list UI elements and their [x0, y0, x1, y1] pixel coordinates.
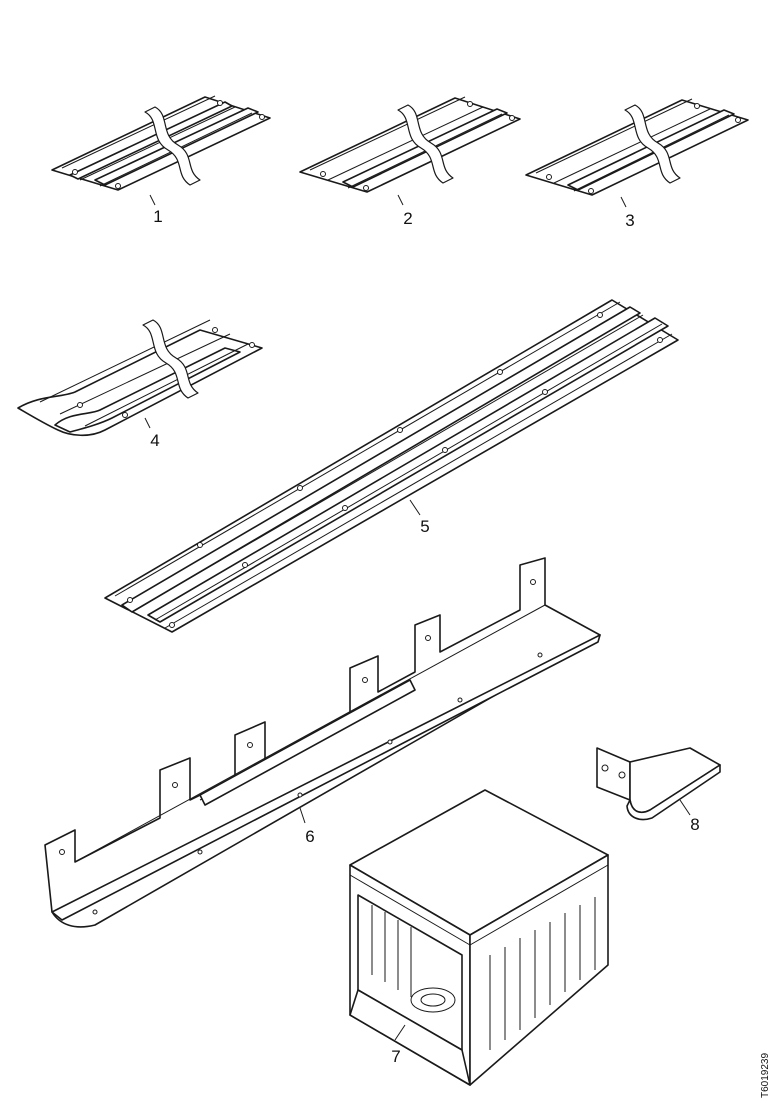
callout-8: 8: [690, 815, 699, 834]
callout-2: 2: [403, 209, 412, 228]
part-2-rail: [299, 96, 521, 206]
callout-1: 1: [153, 207, 162, 226]
callout-6: 6: [305, 827, 314, 846]
callout-3: 3: [625, 211, 634, 230]
part-7-box-frame: [349, 789, 609, 1086]
part-3-rail: [525, 98, 749, 208]
part-6-tab-bracket: [44, 557, 601, 928]
callout-4: 4: [150, 431, 159, 450]
part-1-rail: [51, 95, 271, 206]
document-id: T6019239: [760, 1053, 771, 1098]
part-5-long-rail: [104, 299, 679, 633]
part-8-angle-bracket: [596, 747, 721, 821]
callout-5: 5: [420, 517, 429, 536]
part-4-rail: [17, 319, 263, 437]
callout-7: 7: [391, 1047, 400, 1066]
